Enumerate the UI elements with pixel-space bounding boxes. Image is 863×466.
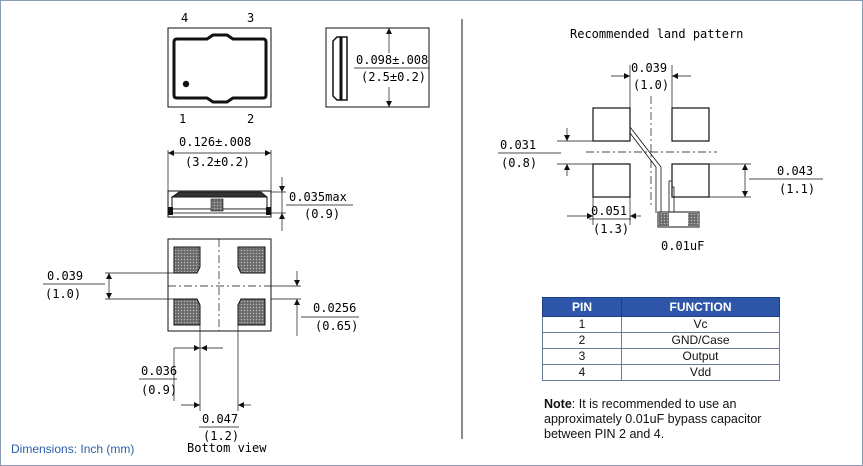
- land-pad-height-dim-mm: (1.1): [779, 182, 815, 196]
- top-view-lid: [172, 33, 268, 104]
- pad-4: [173, 246, 201, 274]
- land-pad-height-dim-inch: 0.043: [777, 164, 813, 178]
- pin-number: 1: [542, 316, 622, 333]
- pad-gap-h-dim-mm: (0.9): [141, 383, 177, 397]
- land-gap-h-dim-mm: (1.3): [593, 222, 629, 236]
- pad-gap-v-dim-mm: (0.65): [315, 319, 358, 333]
- land-pattern: Recommended land pattern 0.01uF 0.039 (1…: [498, 27, 823, 253]
- function-header: FUNCTION: [621, 297, 780, 317]
- pin-label-2: 2: [247, 112, 254, 126]
- land-pad-2: [671, 163, 710, 198]
- land-pad-3: [671, 107, 710, 142]
- height-dim-inch: 0.098±.008: [356, 53, 428, 67]
- pin-function: Output: [621, 348, 780, 365]
- pin-label-3: 3: [247, 11, 254, 25]
- land-pattern-title: Recommended land pattern: [570, 27, 743, 41]
- capacitor-label: 0.01uF: [661, 239, 704, 253]
- table-row: 1 Vc: [542, 316, 780, 333]
- bypass-note: Note: It is recommended to use an approx…: [544, 397, 784, 442]
- land-pad-width-dim-mm: (1.0): [633, 78, 669, 92]
- pin-function: GND/Case: [621, 332, 780, 349]
- land-pad-width-dim-inch: 0.039: [631, 61, 667, 75]
- bottom-view-outline: [167, 238, 272, 332]
- pad-height-dim-mm: (1.0): [45, 287, 81, 301]
- height-dim-mm: (2.5±0.2): [361, 70, 426, 84]
- bottom-view-caption: Bottom view: [187, 441, 267, 455]
- pad-gap-v-dim-inch: 0.0256: [313, 301, 356, 315]
- table-row: 2 GND/Case: [542, 332, 780, 349]
- pin-function: Vdd: [621, 364, 780, 381]
- land-gap-v-dim-mm: (0.8): [501, 156, 537, 170]
- top-view: 4 3 1 2: [167, 11, 272, 126]
- pad-3: [237, 246, 266, 274]
- pin-label-4: 4: [181, 11, 188, 25]
- pin-function-table: PIN FUNCTION 1 Vc 2 GND/Case 3 Output 4 …: [542, 297, 780, 381]
- pin-number: 2: [542, 332, 622, 349]
- pin-header: PIN: [542, 297, 622, 317]
- top-view-outline: [167, 27, 272, 108]
- pad-width-dim-mm: (1.2): [203, 429, 239, 443]
- table-row: 3 Output: [542, 348, 780, 365]
- pin-number: 4: [542, 364, 622, 381]
- dimensions-units-note: Dimensions: Inch (mm): [11, 442, 135, 456]
- bottom-view: 0.039 (1.0) 0.0256 (0.65) 0.036 (0.9) 0.…: [43, 238, 359, 455]
- pin-label-1: 1: [179, 112, 186, 126]
- pin-number: 3: [542, 348, 622, 365]
- section-divider: [461, 19, 463, 439]
- pin1-marker: [182, 80, 190, 88]
- pad-2: [237, 298, 266, 326]
- land-pad-4: [592, 107, 631, 142]
- pin-table-header: PIN FUNCTION: [542, 297, 780, 317]
- width-dim-inch: 0.126±.008: [179, 135, 251, 149]
- front-view: 0.126±.008 (3.2±0.2) 0.035max (0.9): [167, 135, 353, 231]
- pad-1: [173, 298, 201, 326]
- pad-width-dim-inch: 0.047: [202, 412, 238, 426]
- width-dim-mm: (3.2±0.2): [185, 155, 250, 169]
- table-row: 4 Vdd: [542, 364, 780, 381]
- side-view: 0.098±.008 (2.5±0.2): [325, 27, 430, 108]
- front-view-outline: [167, 190, 272, 218]
- land-gap-v-dim-inch: 0.031: [500, 138, 536, 152]
- pad-height-dim-inch: 0.039: [47, 269, 83, 283]
- note-text: : It is recommended to use an approximat…: [544, 397, 762, 441]
- thickness-dim-mm: (0.9): [304, 207, 340, 221]
- pin-function: Vc: [621, 316, 780, 333]
- land-gap-h-dim-inch: 0.051: [591, 204, 627, 218]
- thickness-dim-inch: 0.035max: [289, 190, 347, 204]
- land-pad-1: [592, 163, 631, 198]
- note-label: Note: [544, 397, 572, 411]
- pad-gap-h-dim-inch: 0.036: [141, 364, 177, 378]
